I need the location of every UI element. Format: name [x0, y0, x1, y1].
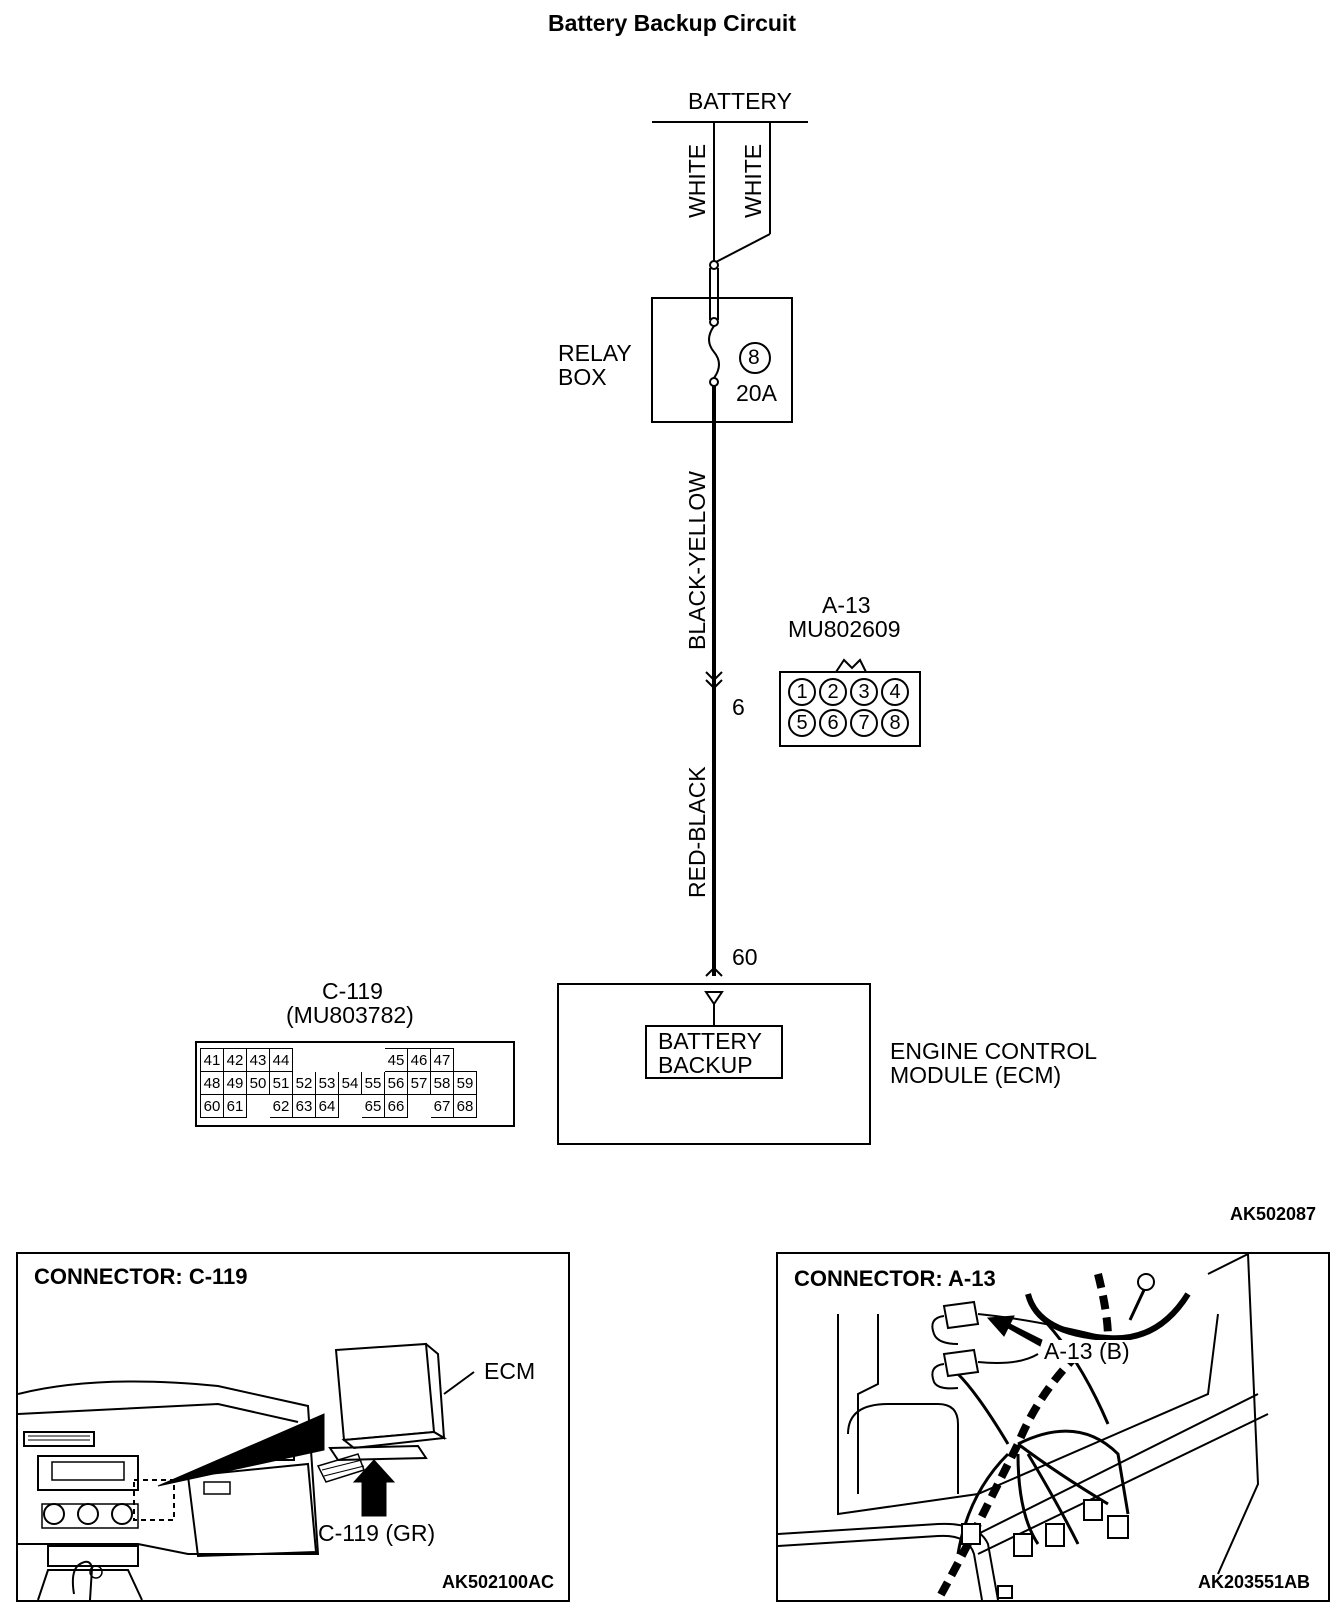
a13-pin: 3 [850, 678, 878, 706]
wire-label-red-black: RED-BLACK [684, 766, 710, 898]
c119-pin-cell: 46 [407, 1048, 431, 1072]
a13-pin-grid: 1 2 3 4 5 6 7 8 [788, 678, 916, 737]
c119-pin-cell: 63 [292, 1094, 316, 1118]
c119-callout: C-119 (GR) [318, 1520, 436, 1546]
a13-pin: 7 [850, 709, 878, 737]
c119-pin-cell: 57 [407, 1071, 431, 1095]
a13-id: A-13 [822, 592, 871, 618]
a13-callout: A-13 (B) [1044, 1338, 1130, 1364]
c119-pin-cell [247, 1095, 270, 1118]
panel-left-code: AK502100AC [442, 1572, 555, 1592]
connector-a13-panel: CONNECTOR: A-13 [776, 1252, 1330, 1602]
ecm-label-line-1: ENGINE CONTROL [890, 1038, 1098, 1064]
c119-pin-cell: 68 [453, 1094, 477, 1118]
c119-pin-cell: 64 [315, 1094, 339, 1118]
fuse-number-circle [739, 342, 771, 374]
a13-part: MU802609 [788, 616, 901, 642]
a13-connector-lower [942, 1348, 980, 1378]
relay-box-label-1: RELAY [558, 340, 632, 366]
wire-label-white-right: WHITE [740, 143, 766, 218]
battery-backup-line-2: BACKUP [658, 1052, 753, 1078]
ecm-location-marker [133, 1479, 175, 1521]
c119-pin-cell: 54 [338, 1071, 362, 1095]
c119-pin-cell [293, 1049, 316, 1072]
c119-pin-cell: 58 [430, 1071, 454, 1095]
c119-pin-cell [339, 1095, 362, 1118]
c119-pin-cell: 59 [453, 1071, 477, 1095]
c119-pin-cell: 61 [223, 1094, 247, 1118]
diagram-title: Battery Backup Circuit [548, 10, 796, 36]
fuse-number: 8 [748, 346, 760, 369]
a13-pin-label: 6 [732, 694, 745, 720]
c119-pin-cell: 65 [361, 1094, 385, 1118]
figure-code: AK502087 [1230, 1204, 1317, 1224]
a13-pin: 2 [819, 678, 847, 706]
engine-bay-illustration [778, 1254, 1269, 1600]
c119-pin-cell: 48 [200, 1071, 224, 1095]
c119-pin-cell: 67 [430, 1094, 454, 1118]
c119-pin-cell: 49 [223, 1071, 247, 1095]
schematic-lines [195, 121, 921, 1145]
c119-pin-cell: 42 [223, 1048, 247, 1072]
a13-connector-outline [779, 671, 921, 747]
a13-pin: 4 [881, 678, 909, 706]
ecm-label-line-2: MODULE (ECM) [890, 1062, 1062, 1088]
c119-pin-cell [362, 1049, 385, 1072]
a13-pin: 8 [881, 709, 909, 737]
c119-pin-cell: 47 [430, 1048, 454, 1072]
c119-pin-cell: 56 [384, 1071, 408, 1095]
battery-backup-box [645, 1025, 783, 1079]
c119-connector-outline [195, 1041, 515, 1127]
c119-pin-cell: 44 [269, 1048, 293, 1072]
a13-pin: 6 [819, 709, 847, 737]
c119-pin-cell: 51 [269, 1071, 293, 1095]
connector-c119-panel: CONNECTOR: C-119 [16, 1252, 570, 1602]
battery-label: BATTERY [688, 88, 792, 114]
c119-pin-cell [316, 1049, 339, 1072]
c119-pin-cell: 52 [292, 1071, 316, 1095]
a13-pin: 5 [788, 709, 816, 737]
a13-connector-upper [942, 1300, 980, 1330]
c119-pin-cell: 45 [384, 1048, 408, 1072]
c119-pin-cell: 55 [361, 1071, 385, 1095]
panel-left-title: CONNECTOR: C-119 [34, 1264, 248, 1289]
panel-right-title: CONNECTOR: A-13 [794, 1266, 1000, 1292]
fuse-symbol [708, 325, 720, 379]
wire-label-black-yellow: BLACK-YELLOW [684, 471, 710, 650]
ecm-box [557, 983, 871, 1145]
c119-pin-label: 60 [732, 944, 758, 970]
relay-box [651, 297, 793, 423]
c119-pin-cell [339, 1049, 362, 1072]
c119-id: C-119 [322, 978, 383, 1004]
c119-pin-cell [408, 1095, 431, 1118]
wire-label-white-left: WHITE [684, 143, 710, 218]
panel-right-code: AK203551AB [1198, 1572, 1311, 1592]
dashboard-illustration [18, 1342, 475, 1600]
c119-part: (MU803782) [286, 1002, 414, 1028]
c119-pin-cell: 43 [246, 1048, 270, 1072]
battery-backup-line-1: BATTERY [658, 1028, 762, 1054]
c119-pin-cell: 53 [315, 1071, 339, 1095]
c119-pin-cell: 66 [384, 1094, 408, 1118]
ecm-callout: ECM [484, 1358, 536, 1384]
fuse-rating: 20A [736, 380, 777, 406]
c119-pin-cell: 50 [246, 1071, 270, 1095]
a13-pin: 1 [788, 678, 816, 706]
relay-box-label-2: BOX [558, 364, 607, 390]
c119-pin-cell: 60 [200, 1094, 224, 1118]
ecm-module [334, 1342, 436, 1442]
c119-pin-cell: 41 [200, 1048, 224, 1072]
c119-pin-cell: 62 [269, 1094, 293, 1118]
